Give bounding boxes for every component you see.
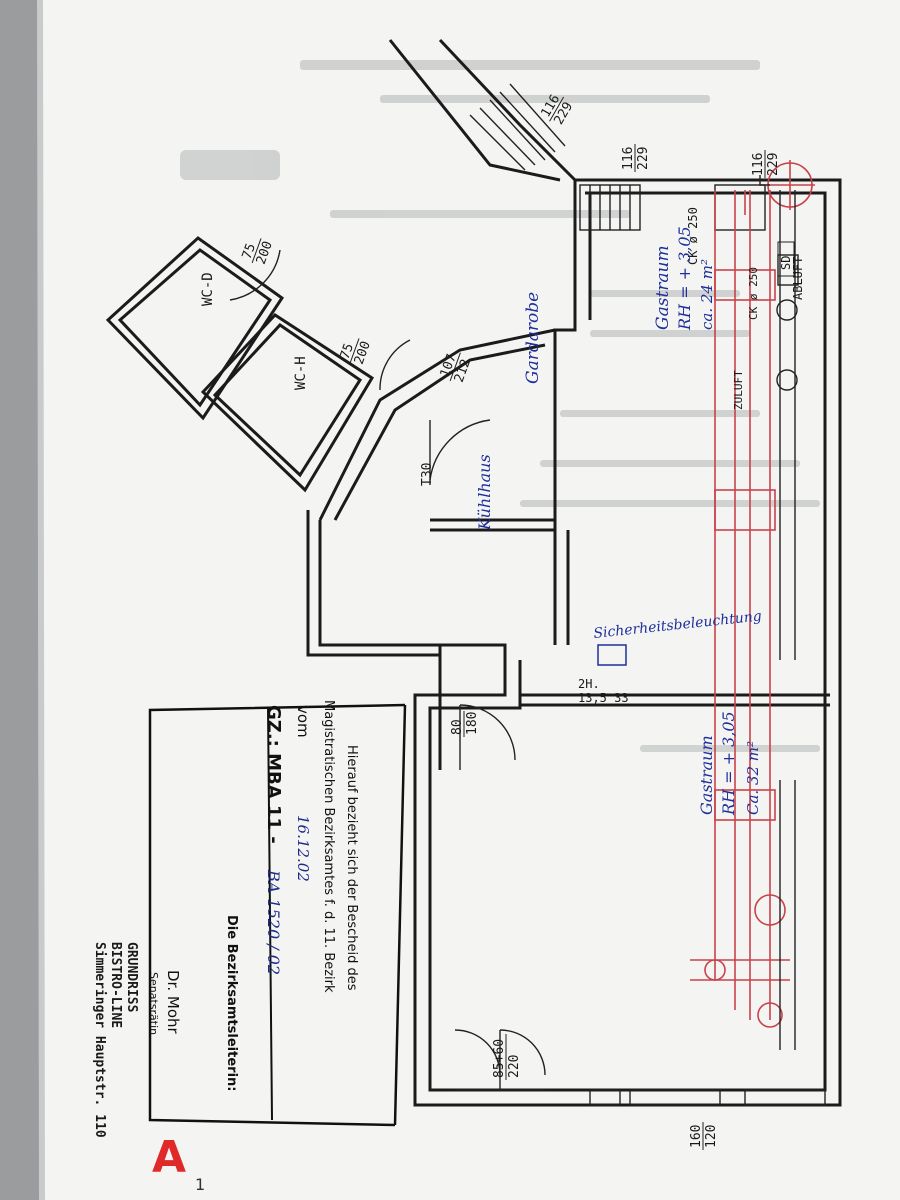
title-line-1: GRUNDRISS bbox=[124, 942, 139, 1013]
dim-right-edge-width: 160 bbox=[689, 1125, 704, 1148]
title-block: GRUNDRISS BISTRO-LINE Simmeringer Haupts… bbox=[92, 942, 139, 1138]
emergency-light: 2H. 13,5 33 bbox=[578, 644, 629, 705]
ventilation-ducts bbox=[690, 160, 815, 1028]
stamp-line-1: Hierauf bezieht sich der Bescheid des bbox=[344, 745, 359, 991]
vent-abluft: ABLUFT bbox=[791, 257, 805, 300]
room-gastraum-small-height: RH = + 3,05 bbox=[675, 226, 694, 331]
dim-inner-door-height: 180 bbox=[465, 712, 480, 735]
doors bbox=[229, 249, 546, 1091]
dim-right-edge: 160 120 bbox=[689, 1122, 719, 1150]
paper-sheet bbox=[38, 0, 900, 1200]
dim-stair-left-b-height: 229 bbox=[636, 147, 651, 170]
room-gastraum-large-area: Ca. 32 m² bbox=[744, 741, 762, 815]
dim-fire-door: T30 bbox=[420, 463, 435, 486]
marker-letter: A bbox=[152, 1132, 186, 1183]
dim-entrance-door-height: 220 bbox=[507, 1055, 522, 1078]
room-kuehlhaus: Kühlhaus bbox=[475, 454, 494, 531]
stamp-signer-title: Die Bezirksamtsleiterin: bbox=[224, 915, 239, 1091]
emergency-light-code: 2H. bbox=[578, 677, 600, 691]
dim-stair-left-a-width: 116 bbox=[751, 153, 766, 176]
dim-right-edge-height: 120 bbox=[704, 1125, 719, 1148]
room-gastraum-large-height: RH = + 3,05 bbox=[719, 711, 738, 816]
title-line-2: BISTRO-LINE bbox=[108, 942, 123, 1028]
dim-stair-left-a-height: 229 bbox=[766, 153, 781, 176]
emergency-light-icon bbox=[597, 644, 627, 666]
dim-entrance-door: 85+60 220 bbox=[492, 1034, 522, 1080]
emergency-light-size: 13,5 33 bbox=[578, 691, 629, 705]
room-wc-h: WC-H bbox=[293, 356, 309, 390]
dim-stair-left-b: 116 229 bbox=[621, 144, 651, 172]
vent-ck-1: CK ø 250 bbox=[747, 267, 760, 320]
dim-stair-left-b-width: 116 bbox=[621, 147, 636, 170]
red-marker: A 1 bbox=[152, 1132, 205, 1194]
dim-inner-door-width: 80 bbox=[450, 719, 465, 735]
walls bbox=[105, 38, 842, 1107]
room-garderobe: Gardarobe bbox=[523, 292, 543, 384]
duct-outline bbox=[759, 175, 799, 1050]
dim-inner-door: 80 180 bbox=[450, 711, 480, 737]
stamp-signer-name: Dr. Mohr bbox=[164, 970, 182, 1035]
room-gastraum-large-name: Gastraum bbox=[697, 735, 716, 815]
dim-stair-left-a: 116 229 bbox=[751, 150, 781, 178]
stamp-vom-label: vom bbox=[294, 705, 312, 738]
stamp-signer-role: Senatsrätin bbox=[147, 972, 160, 1035]
stamp-gz-value: BA 1520 / 02 bbox=[264, 869, 283, 975]
marker-index: 1 bbox=[195, 1175, 205, 1194]
vent-sd-box: SD bbox=[777, 241, 795, 277]
room-gastraum-small: Gastraum RH = + 3,05 ca. 24 m² bbox=[653, 226, 716, 331]
stamp-gz-label: GZ.: MBA 11 - bbox=[263, 705, 284, 844]
vent-ck-2: CK ø 250 bbox=[686, 207, 700, 265]
room-gastraum-small-name: Gastraum bbox=[653, 245, 673, 330]
title-line-3: Simmeringer Hauptstr. 110 bbox=[92, 942, 107, 1138]
room-gastraum-small-area: ca. 24 m² bbox=[698, 259, 716, 330]
approval-stamp: Hierauf bezieht sich der Bescheid des Ma… bbox=[147, 700, 407, 1127]
room-wc-d: WC-D bbox=[200, 272, 216, 306]
vent-zuluft: ZULUFT bbox=[732, 370, 745, 410]
stamp-line-2: Magistratischen Bezirksamtes f. d. 11. B… bbox=[321, 700, 336, 993]
room-gastraum-large: Gastraum RH = + 3,05 Ca. 32 m² bbox=[697, 711, 762, 816]
stamp-vom-value: 16.12.02 bbox=[294, 815, 312, 882]
vent-sd-label: SD bbox=[779, 256, 793, 270]
dim-entrance-door-width: 85+60 bbox=[492, 1039, 507, 1078]
